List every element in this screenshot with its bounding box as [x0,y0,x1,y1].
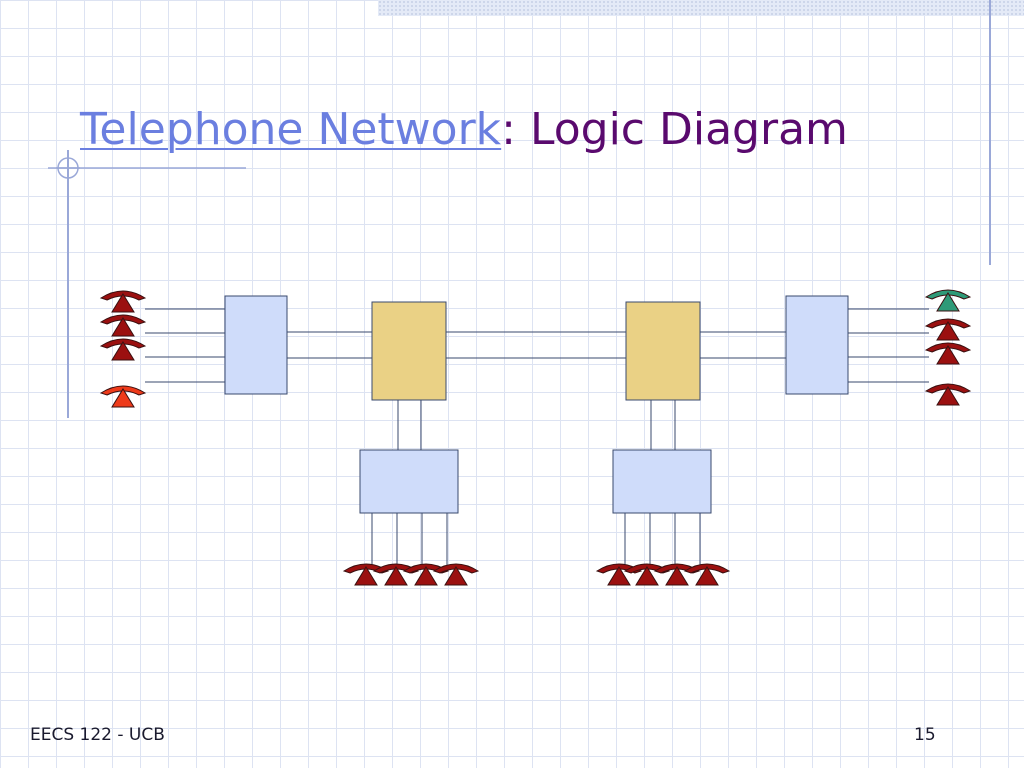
right-lower-access-switch [612,449,712,514]
top-decorative-band [378,0,1024,16]
title-link[interactable]: Telephone Network [80,104,502,155]
telephones [99,289,972,586]
right-access-switch [785,295,849,395]
left-central-office [371,301,447,401]
phone-left-1 [99,290,147,313]
phone-left-2 [99,314,147,337]
left-lower-access-switch [359,449,459,514]
phone-right-3 [924,342,972,365]
phone-right-4 [924,383,972,406]
phone-left-4 [99,385,147,408]
phone-bottom-left-4 [432,563,480,586]
phone-bottom-right-4 [683,563,731,586]
phone-right-1 [924,289,972,312]
connection-lines [145,308,929,566]
left-access-switch [224,295,288,395]
slide-page-number: 15 [914,725,936,745]
title-rest: : Logic Diagram [501,104,848,155]
footer-course-label: EECS 122 - UCB [30,725,165,745]
slide-title: Telephone Network: Logic Diagram [80,100,848,160]
right-central-office [625,301,701,401]
phone-left-3 [99,338,147,361]
phone-right-2 [924,318,972,341]
switch-boxes [224,295,849,514]
